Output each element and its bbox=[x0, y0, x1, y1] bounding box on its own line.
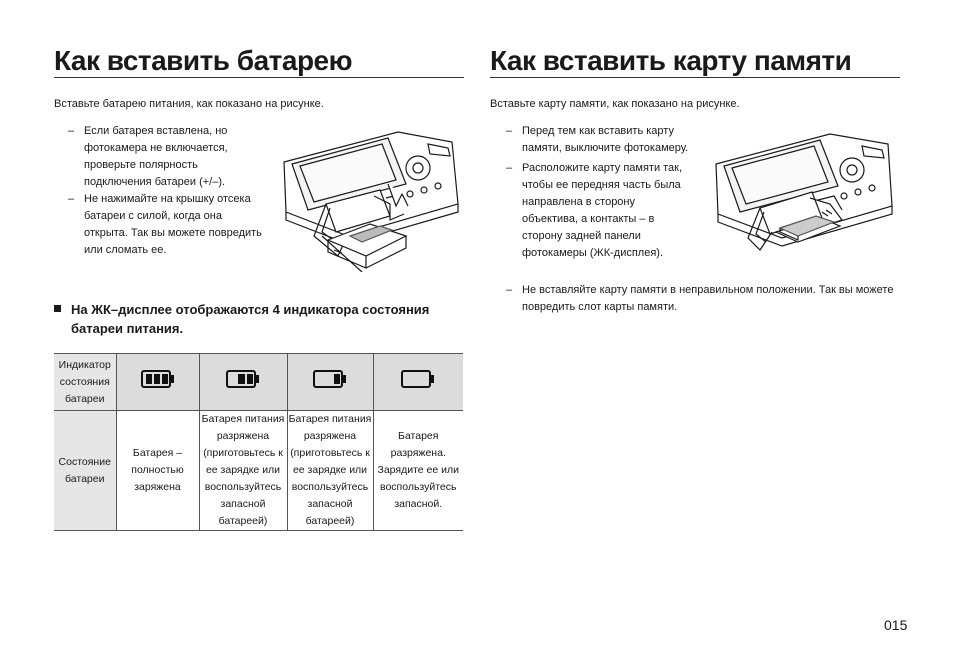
title-divider bbox=[490, 77, 900, 78]
table-row: Состояние батареи Батарея – полностью за… bbox=[54, 410, 463, 530]
table-cell: Батарея разряжена. Зарядите ее или воспо… bbox=[372, 410, 463, 530]
battery-intro: Вставьте батарею питания, как показано н… bbox=[54, 98, 324, 110]
battery-one-third-icon bbox=[286, 354, 373, 411]
camera-battery-illustration bbox=[283, 131, 459, 272]
memory-card-bullet-list-top: Перед тем как вставить карту памяти, вык… bbox=[502, 123, 690, 262]
battery-two-thirds-icon bbox=[198, 354, 287, 411]
indicator-header: Индикатор состояния батареи bbox=[54, 354, 116, 411]
memory-card-bullet-list-bottom: Не вставляйте карту памяти в неправильно… bbox=[502, 282, 902, 316]
table-cell: Батарея – полностью заряжена bbox=[115, 410, 199, 530]
list-item: Расположите карту памяти так, чтобы ее п… bbox=[502, 160, 690, 262]
battery-status-table: Индикатор состояния батареи Состояние ба… bbox=[54, 353, 463, 531]
memory-card-section-title: Как вставить карту памяти bbox=[490, 45, 852, 76]
title-divider bbox=[54, 77, 464, 78]
memory-card-intro: Вставьте карту памяти, как показано на р… bbox=[490, 98, 740, 110]
list-item: Если батарея вставлена, но фотокамера не… bbox=[64, 123, 264, 191]
table-cell: Батарея питания разряжена (приготовьтесь… bbox=[198, 410, 287, 530]
list-item: Не вставляйте карту памяти в неправильно… bbox=[502, 282, 902, 316]
table-row: Индикатор состояния батареи bbox=[54, 354, 463, 411]
list-item: Перед тем как вставить карту памяти, вык… bbox=[502, 123, 690, 157]
battery-bullet-list: Если батарея вставлена, но фотокамера не… bbox=[64, 123, 264, 259]
list-item: Не нажимайте на крышку отсека батареи с … bbox=[64, 191, 264, 259]
square-bullet-icon bbox=[54, 305, 61, 312]
camera-memory-card-illustration bbox=[715, 133, 893, 251]
battery-section-title: Как вставить батарею bbox=[54, 45, 353, 76]
status-row-header: Состояние батареи bbox=[54, 410, 116, 530]
battery-full-icon bbox=[115, 354, 199, 411]
battery-indicator-note: На ЖК–дисплее отображаются 4 индикатора … bbox=[54, 300, 466, 338]
table-cell: Батарея питания разряжена (приготовьтесь… bbox=[286, 410, 373, 530]
battery-empty-icon bbox=[372, 354, 463, 411]
page-number: 015 bbox=[884, 617, 908, 633]
